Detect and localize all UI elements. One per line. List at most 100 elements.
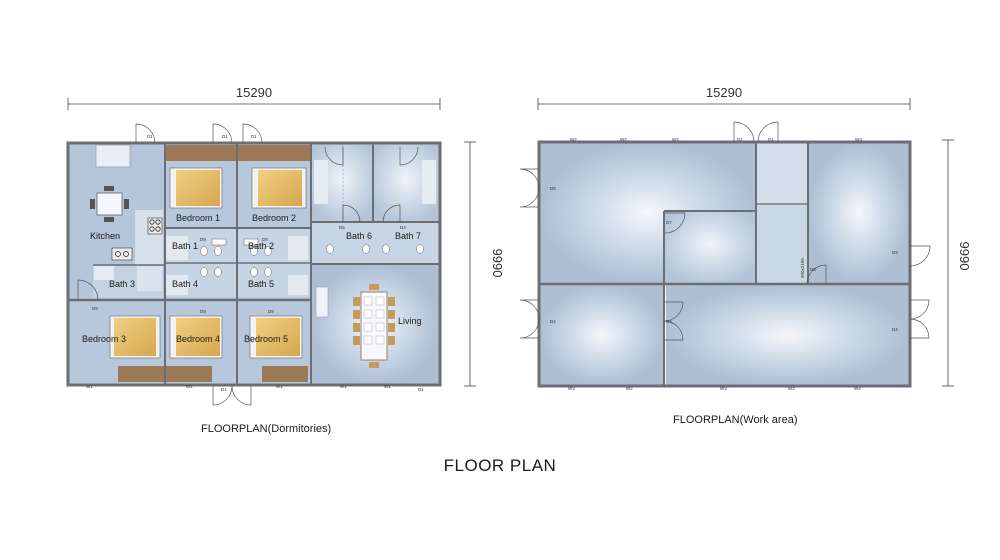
bath1-label: Bath 1 xyxy=(172,241,198,251)
tag-d1-e: D1 xyxy=(418,387,424,392)
bedroom5-bed xyxy=(249,315,303,359)
bedroom3-bed xyxy=(109,315,161,359)
tag-d9-e: D9 xyxy=(92,306,98,311)
bedroom3-label: Bedroom 3 xyxy=(82,334,126,344)
page-title: FLOOR PLAN xyxy=(443,456,557,475)
work-tag-d7: D7 xyxy=(666,220,672,225)
work-tag-w2-f: W2 xyxy=(720,386,727,391)
work-tag-d8: D8 xyxy=(810,267,816,272)
work-tags: W2 W2 W2 D1 D1 W3 D5 D7 D8 D3 D4 D4 D4 W… xyxy=(550,137,898,391)
kitchen-table xyxy=(90,186,129,222)
work-tag-d4-a: D4 xyxy=(550,319,556,324)
dorm-walls xyxy=(66,141,442,387)
work-tag-d4-b: D4 xyxy=(666,319,672,324)
tag-w1-a: W1 xyxy=(86,384,93,389)
bedroom5-label: Bedroom 5 xyxy=(244,334,288,344)
tag-w1-b: W1 xyxy=(186,384,193,389)
bath3-fixture xyxy=(94,266,114,280)
living-label: Living xyxy=(398,316,422,326)
bedroom4-bed xyxy=(169,315,223,359)
kitchen-sink xyxy=(111,247,133,261)
bath4-label: Bath 4 xyxy=(172,279,198,289)
work-depth-dimension: 9990 xyxy=(942,139,972,387)
bath7-label: Bath 7 xyxy=(395,231,421,241)
work-tag-d4-c: D4 xyxy=(892,327,898,332)
work-width-label: 15290 xyxy=(706,85,742,100)
bedroom4-label: Bedroom 4 xyxy=(176,334,220,344)
work-area-caption: FLOORPLAN(Work area) xyxy=(673,414,798,426)
tag-w1-e: W1 xyxy=(384,384,391,389)
work-tag-d5: D5 xyxy=(550,186,556,191)
tag-d1-c: D1 xyxy=(251,134,257,139)
tag-d9-b: D9 xyxy=(262,237,268,242)
tag-d1-b: D1 xyxy=(222,134,228,139)
bedroom1-wardrobe xyxy=(166,145,236,161)
work-width-dimension: 15290 xyxy=(537,85,911,110)
bedroom5-wardrobe xyxy=(262,366,308,382)
tag-d9-d: D9 xyxy=(268,309,274,314)
work-area-plan: 15290 9990 xyxy=(519,85,972,391)
work-tag-d1-b: D1 xyxy=(768,137,774,142)
work-room-top-right xyxy=(809,143,909,283)
bedroom2-wardrobe xyxy=(238,145,310,161)
dorm-depth-label: 9990 xyxy=(490,249,505,278)
work-room-office xyxy=(665,212,755,283)
tag-d6: D6 xyxy=(339,225,345,230)
work-room-bottom-right xyxy=(666,285,909,385)
dormitories-caption: FLOORPLAN(Dormitories) xyxy=(201,423,332,435)
bedroom2-label: Bedroom 2 xyxy=(252,213,296,223)
work-tag-w2-g: W2 xyxy=(788,386,795,391)
work-corridor-lower xyxy=(757,205,807,283)
work-tag-w3: W3 xyxy=(855,137,862,142)
bath5-label: Bath 5 xyxy=(248,279,274,289)
bath3-shower xyxy=(137,266,162,291)
tag-w1-c: W1 xyxy=(276,384,283,389)
tag-d1-d: D1 xyxy=(221,387,227,392)
work-tag-d3: D3 xyxy=(892,250,898,255)
work-tag-door-size: 900x2100 xyxy=(800,258,805,278)
tag-d4: D4 xyxy=(400,225,406,230)
tag-d9-c: D9 xyxy=(200,309,206,314)
work-tag-w2-e: W2 xyxy=(626,386,633,391)
dorm-doors xyxy=(77,123,419,406)
bedroom1-label: Bedroom 1 xyxy=(176,213,220,223)
bath2-shower xyxy=(288,236,308,260)
bath6-vanity xyxy=(314,160,328,204)
dorm-depth-dimension: 9990 xyxy=(464,141,505,387)
bath3-label: Bath 3 xyxy=(109,279,135,289)
bath5-shower xyxy=(288,275,308,295)
bath67-fixtures xyxy=(326,244,424,254)
work-tag-d1-a: D1 xyxy=(737,137,743,142)
bath6-7-lower-floor xyxy=(312,223,438,263)
bath2-label: Bath 2 xyxy=(248,241,274,251)
bedroom3-wardrobe xyxy=(118,366,164,382)
work-room-bottom-left xyxy=(540,285,664,385)
kitchen-label: Kitchen xyxy=(90,231,120,241)
living-sofa xyxy=(315,286,329,318)
dorm-width-label: 15290 xyxy=(236,85,272,100)
work-depth-label: 9990 xyxy=(957,242,972,271)
bedroom2-bed xyxy=(251,167,307,209)
tag-d9-a: D9 xyxy=(200,237,206,242)
tag-d1-a: D1 xyxy=(147,134,153,139)
bedroom4-wardrobe xyxy=(166,366,212,382)
work-walls xyxy=(537,140,912,388)
bedroom1-bed xyxy=(169,167,223,209)
work-corridor-upper xyxy=(757,143,807,203)
dining-table xyxy=(353,284,395,368)
toilets-and-sinks xyxy=(200,238,272,277)
stove xyxy=(147,217,163,235)
bath7-vanity xyxy=(422,160,436,204)
bath6-label: Bath 6 xyxy=(346,231,372,241)
bath4-shower xyxy=(166,275,188,295)
bath1-shower xyxy=(166,236,188,260)
kitchen-cabinet xyxy=(95,144,131,168)
work-doors xyxy=(519,121,931,341)
work-tag-w2-h: W2 xyxy=(854,386,861,391)
work-tag-w2-c: W2 xyxy=(672,137,679,142)
work-tag-w2-a: W2 xyxy=(570,137,577,142)
tag-w1-d: W1 xyxy=(340,384,347,389)
work-tag-w2-b: W2 xyxy=(620,137,627,142)
dorm-tags: D1 D1 D1 D1 D1 D9 D9 D9 D9 D9 D6 D4 W1 W… xyxy=(86,134,424,392)
